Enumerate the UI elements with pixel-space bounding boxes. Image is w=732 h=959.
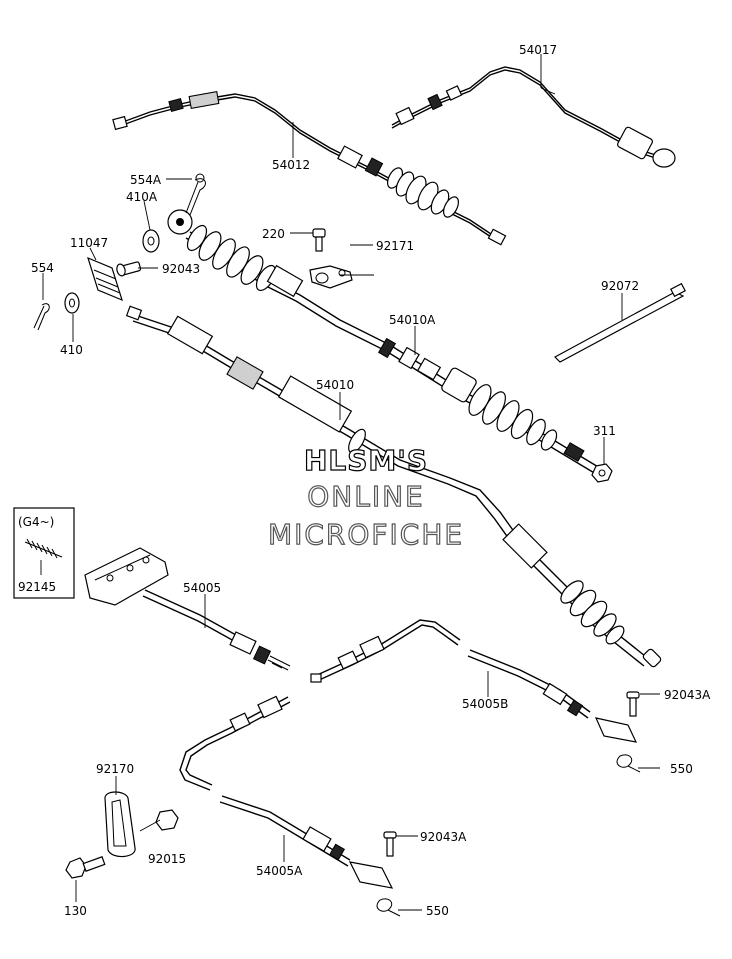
leader-lines <box>40 54 660 911</box>
label-92171: 92171 <box>376 239 414 253</box>
inset-92145 <box>13 507 75 599</box>
cable-54010 <box>125 305 662 668</box>
boot-54010A-lower <box>441 367 558 451</box>
boot-54010A-upper <box>186 224 277 292</box>
label-54012: 54012 <box>272 158 310 172</box>
cable-54017 <box>391 66 676 168</box>
label-54005: 54005 <box>183 581 221 595</box>
label-410A: 410A <box>126 190 158 204</box>
washer-410 <box>64 292 80 314</box>
label-92145: 92145 <box>18 580 56 594</box>
bolt-130 <box>65 856 106 879</box>
bolt-220 <box>312 228 326 252</box>
cable-54005A <box>179 695 394 889</box>
label-220: 220 <box>262 227 285 241</box>
watermark: HLSM'S ONLINE MICROFICHE <box>267 443 464 551</box>
bracket-92170 <box>104 791 136 858</box>
pin-554A <box>185 173 206 216</box>
label-92043: 92043 <box>162 262 200 276</box>
cable-54005B <box>310 619 638 743</box>
label-130: 130 <box>64 904 87 918</box>
label-54010: 54010 <box>316 378 354 392</box>
block-11047 <box>87 256 123 302</box>
label-inset-note: (G4~) <box>18 515 54 529</box>
label-92043A-upper: 92043A <box>664 688 711 702</box>
label-11047: 11047 <box>70 236 108 250</box>
pin-92043A-lower <box>383 831 397 857</box>
label-550-upper: 550 <box>670 762 693 776</box>
label-92043A-lower: 92043A <box>420 830 467 844</box>
washer-410A <box>142 229 160 253</box>
label-54005A: 54005A <box>256 864 303 878</box>
watermark-line1: HLSM'S <box>304 444 428 477</box>
pin-92043 <box>116 261 142 277</box>
cable-54012 <box>112 91 507 246</box>
boot-54012 <box>387 167 459 218</box>
clip-550-upper <box>616 754 641 773</box>
pin-554 <box>33 303 50 331</box>
label-54017: 54017 <box>519 43 557 57</box>
watermark-line3: MICROFICHE <box>268 518 464 551</box>
label-410: 410 <box>60 343 83 357</box>
part-labels: 54017 54012 554A 410A 220 92171 11047 92… <box>18 43 711 918</box>
clamp-92171 <box>309 265 353 289</box>
label-54005B: 54005B <box>462 697 508 711</box>
clip-550-lower <box>376 898 401 917</box>
label-550-lower: 550 <box>426 904 449 918</box>
cable-54005 <box>84 547 291 671</box>
watermark-line2: ONLINE <box>307 480 424 513</box>
label-92170: 92170 <box>96 762 134 776</box>
label-92072: 92072 <box>601 279 639 293</box>
label-554: 554 <box>31 261 54 275</box>
label-92015: 92015 <box>148 852 186 866</box>
cable-54010A <box>167 209 601 475</box>
label-54010A: 54010A <box>389 313 436 327</box>
pin-92043A-upper <box>626 691 640 717</box>
boot-54010 <box>560 580 625 645</box>
label-554A: 554A <box>130 173 162 187</box>
nut-311 <box>591 463 613 483</box>
tie-92072 <box>554 282 686 363</box>
label-311: 311 <box>593 424 616 438</box>
